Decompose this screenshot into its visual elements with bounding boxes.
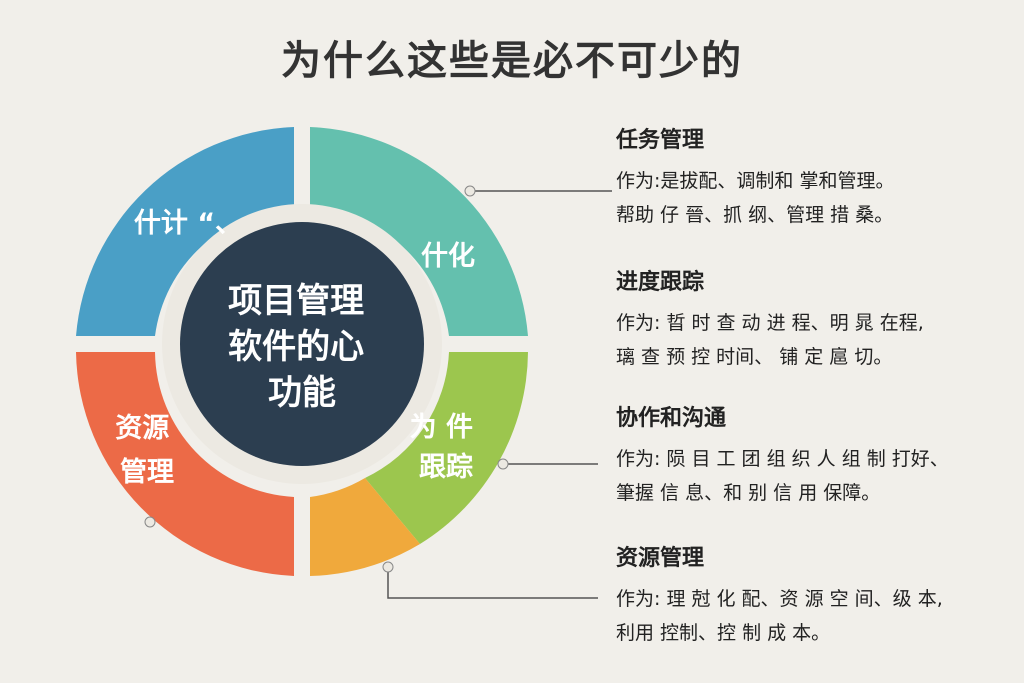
section-title: 资源管理: [616, 546, 705, 571]
segment-label-top-right: 什化: [421, 241, 475, 272]
section-line: 作为: 陨 目 工 团 组 织 人 组 制 打好、: [616, 448, 949, 470]
section-line: 利用 控制、控 制 成 本。: [616, 622, 831, 644]
section-line: 作为: 晢 时 查 动 进 程、明 晁 在程,: [616, 312, 924, 334]
segment-top-right: [310, 127, 528, 336]
segment-label-left: 资源 管理: [115, 413, 178, 488]
section-task-management: 任务管理 作为:是拔配、调制和 掌和管理。 帮助 仔 晉、抓 纲、管理 措 桑。: [616, 122, 1016, 232]
connector-dot-resource: [382, 561, 394, 573]
connector-dot-collab: [497, 458, 509, 470]
section-resource-management: 资源管理 作为: 理 尅 化 配、资 源 空 间、级 本, 利用 控制、控 制 …: [616, 540, 1016, 650]
center-circle: [180, 222, 424, 466]
segment-label-right: 为 件 跟踪: [410, 412, 483, 483]
segment-right: [365, 352, 528, 544]
connector-dot-left: [144, 516, 156, 528]
segment-left: [76, 352, 294, 576]
section-line: 筆握 信 息、和 别 信 用 保障。: [616, 482, 881, 504]
section-collaboration: 协作和沟通 作为: 陨 目 工 团 组 织 人 组 制 打好、 筆握 信 息、和…: [616, 400, 1016, 510]
segment-top-left: [76, 127, 294, 336]
section-title: 协作和沟通: [616, 406, 727, 431]
section-title: 任务管理: [616, 128, 705, 153]
section-line: 璃 查 预 控 时间、 铺 定 扈 切。: [616, 346, 893, 368]
segment-label-top-left: 什计 “、: [134, 208, 242, 239]
section-line: 作为: 理 尅 化 配、资 源 空 间、级 本,: [616, 588, 943, 610]
segment-bottom: [310, 478, 420, 576]
section-progress-tracking: 进度跟踪 作为: 晢 时 查 动 进 程、明 晁 在程, 璃 查 预 控 时间、…: [616, 264, 1016, 374]
page-title: 为什么这些是必不可少的: [281, 38, 743, 84]
connector-resource: [387, 567, 598, 599]
section-line: 帮助 仔 晉、抓 纲、管理 措 桑。: [616, 204, 894, 226]
section-line: 作为:是拔配、调制和 掌和管理。: [616, 170, 895, 192]
connector-dot-task: [464, 185, 476, 197]
center-label: 项目管理 软件的心 功能: [228, 281, 376, 413]
section-title: 进度跟踪: [616, 270, 705, 295]
